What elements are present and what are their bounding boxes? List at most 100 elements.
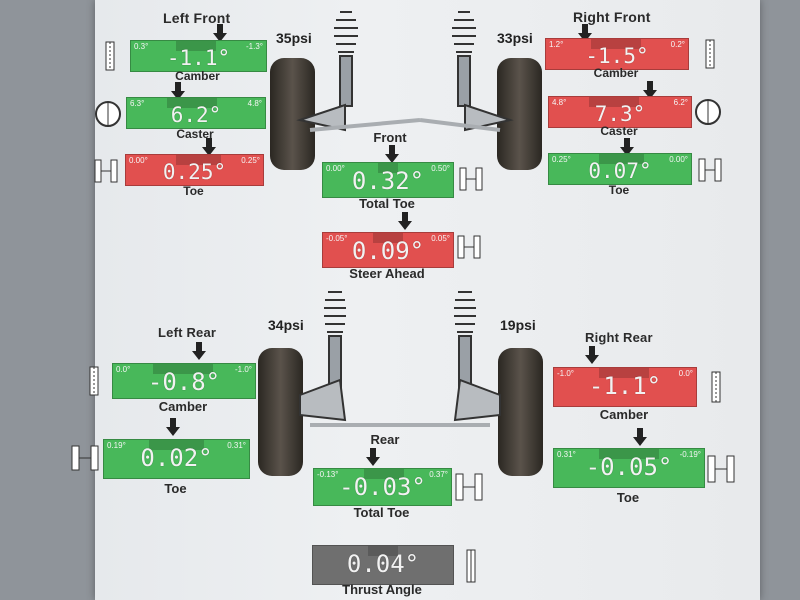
gauge-min: 4.8° <box>552 98 567 107</box>
toe-icon <box>707 455 735 483</box>
gauge-min: 0.0° <box>116 365 131 374</box>
steer-ahead-gauge: -0.05° 0.05° 0.09° <box>322 232 454 268</box>
down-arrow-icon <box>578 24 592 42</box>
left-front-caster-gauge: 6.3° 4.8° 6.2° <box>126 97 266 129</box>
front-right-strut-icon <box>419 11 514 132</box>
gauge-max: 0.37° <box>429 470 448 479</box>
down-arrow-icon <box>166 418 180 436</box>
gauge-value: -0.05° <box>585 453 673 481</box>
right-front-pressure: 33psi <box>497 30 533 46</box>
gauge-min: 0.25° <box>552 155 571 164</box>
front-section-label: Front <box>373 130 407 145</box>
gauge-value: 0.25° <box>162 160 227 184</box>
left-rear-toe-gauge: 0.19° 0.31° 0.02° <box>103 439 250 479</box>
rear-section-label: Rear <box>370 432 400 447</box>
caster-icon <box>695 99 721 125</box>
camber-icon <box>711 371 721 403</box>
right-front-caster-gauge: 4.8° 6.2° 7.3° <box>548 96 692 128</box>
right-front-heading: Right Front <box>573 9 651 25</box>
front-total-toe-label: Total Toe <box>359 196 415 211</box>
car-icon <box>455 473 483 501</box>
left-rear-toe-label: Toe <box>164 481 187 496</box>
gauge-value: -1.5° <box>585 44 649 68</box>
gauge-value: -0.03° <box>339 473 426 501</box>
right-front-camber-gauge: 1.2° 0.2° -1.5° <box>545 38 689 70</box>
left-front-pressure: 35psi <box>276 30 312 46</box>
down-arrow-icon <box>398 212 412 230</box>
gauge-min: 0.3° <box>134 42 149 51</box>
right-front-toe-label: Toe <box>608 183 630 197</box>
gauge-max: 0.0° <box>678 369 693 378</box>
front-right-tire-icon <box>497 58 542 170</box>
left-rear-camber-label: Camber <box>158 399 208 414</box>
left-front-toe-label: Toe <box>183 184 204 198</box>
gauge-value: -1.1° <box>588 372 662 400</box>
toe-icon <box>698 158 722 182</box>
car-icon <box>466 549 476 583</box>
right-front-camber-label: Camber <box>593 66 639 80</box>
left-front-camber-gauge: 0.3° -1.3° -1.1° <box>130 40 267 72</box>
gauge-value: 0.09° <box>351 237 425 265</box>
camber-icon <box>105 41 115 71</box>
gauge-value: 0.02° <box>140 444 213 472</box>
right-rear-pressure: 19psi <box>500 317 536 333</box>
gauge-value: 6.2° <box>170 103 222 127</box>
gauge-min: 0.19° <box>107 441 126 450</box>
front-total-toe-gauge: 0.00° 0.50° 0.32° <box>322 162 454 198</box>
gauge-value: -1.1° <box>166 46 231 70</box>
left-rear-heading: Left Rear <box>158 325 217 340</box>
caster-icon <box>95 101 121 127</box>
right-rear-heading: Right Rear <box>585 330 653 345</box>
rear-total-toe-gauge: -0.13° 0.37° -0.03° <box>313 468 452 506</box>
gauge-max: -1.0° <box>235 365 252 374</box>
gauge-min: 0.00° <box>326 164 345 173</box>
gauge-max: 0.00° <box>669 155 688 164</box>
down-arrow-icon <box>171 82 185 100</box>
right-rear-camber-gauge: -1.0° 0.0° -1.1° <box>553 367 697 407</box>
gauge-max: 0.50° <box>431 164 450 173</box>
camber-icon <box>89 366 99 396</box>
gauge-min: 0.00° <box>129 156 148 165</box>
steer-ahead-label: Steer Ahead <box>349 266 425 281</box>
gauge-min: -1.0° <box>557 369 574 378</box>
down-arrow-icon <box>213 24 227 42</box>
rear-right-strut-icon <box>400 291 501 427</box>
car-icon <box>457 235 481 259</box>
gauge-value: -0.8° <box>147 368 221 396</box>
gauge-value: 0.07° <box>588 159 652 183</box>
right-rear-toe-label: Toe <box>616 490 640 505</box>
left-front-toe-gauge: 0.00° 0.25° 0.25° <box>125 154 264 186</box>
left-front-camber-label: Camber <box>175 69 220 83</box>
gauge-min: 1.2° <box>549 40 564 49</box>
left-front-caster-label: Caster <box>176 127 214 141</box>
gauge-max: 0.25° <box>241 156 260 165</box>
right-front-caster-label: Caster <box>600 124 638 138</box>
down-arrow-icon <box>366 448 380 466</box>
toe-icon <box>94 159 118 183</box>
down-arrow-icon <box>192 342 206 360</box>
rear-total-toe-label: Total Toe <box>353 505 410 520</box>
left-rear-pressure: 34psi <box>268 317 304 333</box>
rear-right-tire-icon <box>498 348 543 476</box>
down-arrow-icon <box>620 138 634 156</box>
camber-icon <box>705 39 715 69</box>
gauge-max: 0.05° <box>431 234 450 243</box>
thrust-angle-label: Thrust Angle <box>342 582 422 597</box>
rear-left-strut-icon <box>299 291 400 427</box>
gauge-min: 6.3° <box>130 99 145 108</box>
gauge-min: 0.31° <box>557 450 576 459</box>
left-front-heading: Left Front <box>163 10 231 26</box>
gauge-max: -0.19° <box>679 450 701 459</box>
left-rear-camber-gauge: 0.0° -1.0° -0.8° <box>112 363 256 399</box>
down-arrow-icon <box>585 346 599 364</box>
thrust-angle-gauge: 0.04° <box>312 545 454 585</box>
down-arrow-icon <box>643 81 657 99</box>
gauge-value: 0.04° <box>346 550 420 578</box>
gauge-max: 0.2° <box>670 40 685 49</box>
toe-icon <box>71 445 99 471</box>
gauge-max: 6.2° <box>673 98 688 107</box>
gauge-value: 0.32° <box>351 167 425 195</box>
front-left-tire-icon <box>270 58 315 170</box>
down-arrow-icon <box>202 138 216 156</box>
gauge-min: -0.05° <box>326 234 348 243</box>
